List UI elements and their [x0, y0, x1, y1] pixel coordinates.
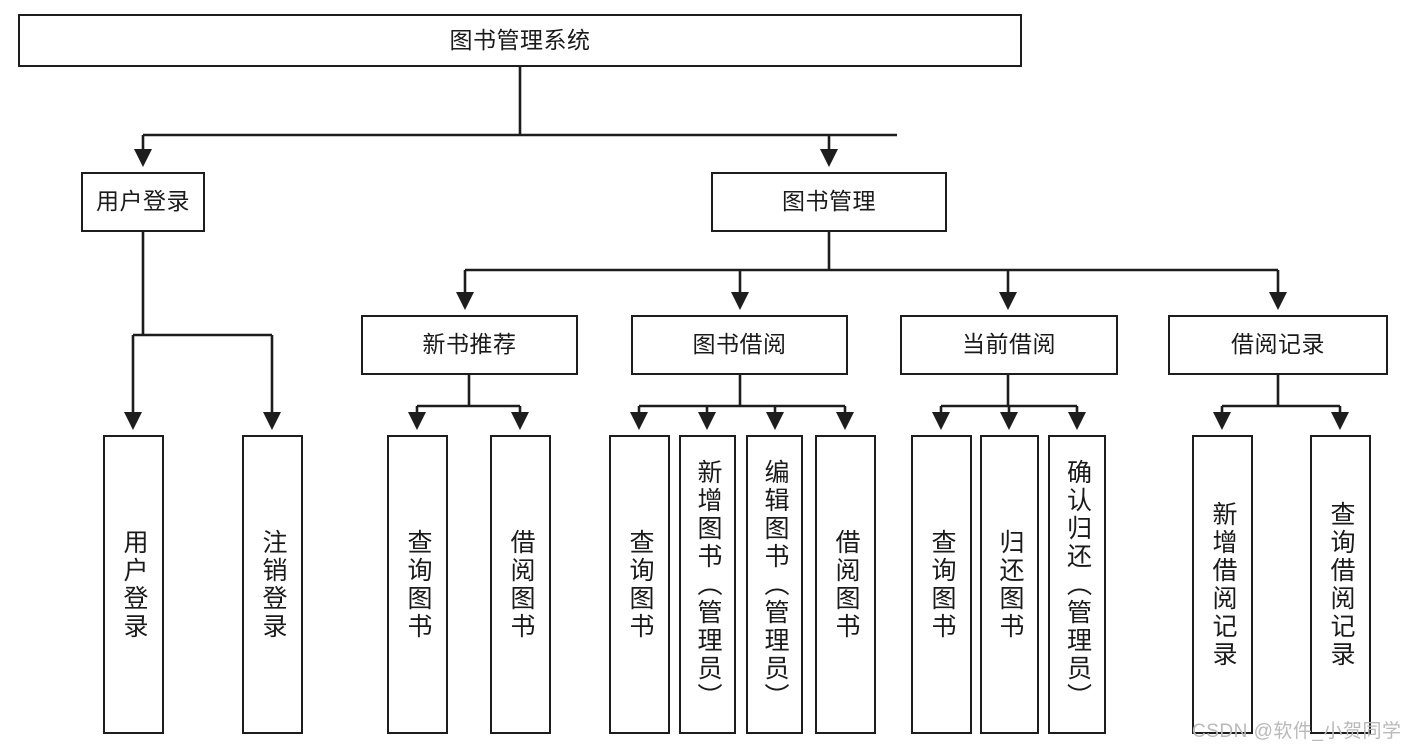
node-root-system-label: 图书管理系统 — [449, 26, 591, 53]
node-leaf-borrow-add-book[interactable]: 新增图书（管理员） — [679, 435, 736, 734]
node-leaf-current-confirm-return[interactable]: 确认归还（管理员） — [1048, 435, 1106, 734]
node-leaf-user-login[interactable]: 用户登录 — [103, 435, 164, 734]
node-leaf-borrow-edit-book[interactable]: 编辑图书（管理员） — [746, 435, 803, 734]
node-user-login-label: 用户登录 — [96, 188, 190, 215]
node-current-borrow-label: 当前借阅 — [962, 331, 1056, 358]
node-leaf-current-query-book-label: 查询图书 — [928, 528, 956, 641]
node-leaf-user-logout[interactable]: 注销登录 — [242, 435, 303, 734]
node-leaf-current-query-book[interactable]: 查询图书 — [911, 435, 972, 734]
node-current-borrow[interactable]: 当前借阅 — [900, 315, 1118, 375]
node-leaf-user-logout-label: 注销登录 — [259, 528, 287, 641]
node-new-book-recommend-label: 新书推荐 — [422, 331, 517, 358]
node-borrow-record-label: 借阅记录 — [1231, 331, 1325, 358]
node-book-management[interactable]: 图书管理 — [711, 172, 947, 232]
node-leaf-recommend-query-book-label: 查询图书 — [404, 528, 432, 641]
node-user-login[interactable]: 用户登录 — [81, 172, 205, 232]
node-leaf-borrow-edit-book-label: 编辑图书（管理员） — [761, 458, 789, 711]
node-borrow-record[interactable]: 借阅记录 — [1168, 315, 1388, 375]
node-leaf-recommend-borrow-book-label: 借阅图书 — [507, 528, 535, 641]
csdn-watermark: CSDN @软件_小贺同学 — [1192, 721, 1402, 742]
node-leaf-borrow-query-book-label: 查询图书 — [626, 528, 654, 641]
node-leaf-recommend-borrow-book[interactable]: 借阅图书 — [490, 435, 551, 734]
node-leaf-borrow-add-book-label: 新增图书（管理员） — [694, 458, 722, 711]
node-leaf-borrow-borrow-book[interactable]: 借阅图书 — [815, 435, 876, 734]
node-root-system[interactable]: 图书管理系统 — [18, 14, 1022, 67]
node-leaf-user-login-label: 用户登录 — [120, 528, 148, 641]
node-book-management-label: 图书管理 — [782, 188, 876, 215]
node-new-book-recommend[interactable]: 新书推荐 — [361, 315, 578, 375]
node-leaf-current-return-book[interactable]: 归还图书 — [980, 435, 1039, 734]
node-leaf-record-add[interactable]: 新增借阅记录 — [1192, 435, 1253, 734]
node-book-borrow-label: 图书借阅 — [692, 331, 787, 358]
node-leaf-borrow-borrow-book-label: 借阅图书 — [832, 528, 860, 641]
node-book-borrow[interactable]: 图书借阅 — [631, 315, 848, 375]
node-leaf-record-query[interactable]: 查询借阅记录 — [1310, 435, 1371, 734]
node-leaf-record-query-label: 查询借阅记录 — [1327, 500, 1355, 669]
node-leaf-recommend-query-book[interactable]: 查询图书 — [387, 435, 448, 734]
node-leaf-current-confirm-return-label: 确认归还（管理员） — [1063, 458, 1092, 711]
node-leaf-borrow-query-book[interactable]: 查询图书 — [609, 435, 670, 734]
node-leaf-record-add-label: 新增借阅记录 — [1209, 500, 1237, 669]
node-leaf-current-return-book-label: 归还图书 — [996, 528, 1024, 641]
